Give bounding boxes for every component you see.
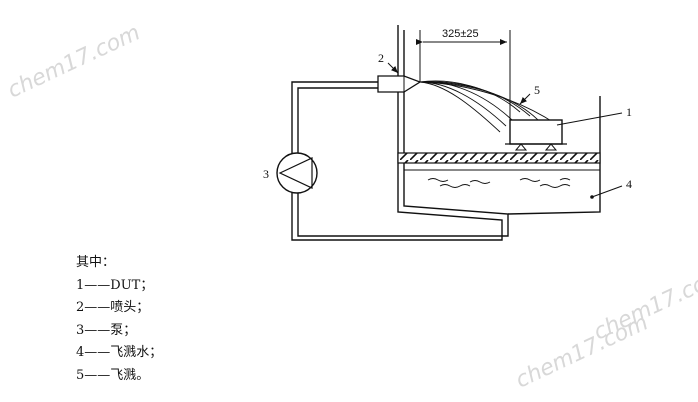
leader-4 xyxy=(591,185,623,198)
tank-right-wall xyxy=(507,96,601,215)
label-4: 4 xyxy=(626,177,632,191)
dut-support-right xyxy=(544,143,558,151)
legend-item-4: 4——飞溅水； xyxy=(76,345,163,360)
dut-support-left xyxy=(514,143,528,151)
dut-box xyxy=(509,119,563,145)
watermark-right-bottom: chem17.com xyxy=(512,310,652,393)
legend: 其中： 1——DUT； 2——喷头； 3——泵； 4——飞溅水； 5——飞溅。 xyxy=(76,252,162,387)
leader-5 xyxy=(519,93,531,105)
leader-4-dot xyxy=(590,195,594,199)
watermark-left: chem17.com xyxy=(4,20,144,103)
legend-item-2: 2——喷头； xyxy=(76,300,150,315)
label-1: 1 xyxy=(626,105,632,119)
dimension-label: 325±25 xyxy=(442,28,479,40)
leader-2 xyxy=(387,62,399,74)
leader-1 xyxy=(556,112,623,126)
legend-item-1: 1——DUT； xyxy=(76,277,154,293)
splash-streams xyxy=(419,80,557,133)
legend-title: 其中： xyxy=(76,255,116,270)
tank-inner-outline xyxy=(297,30,509,237)
legend-item-3: 3——泵； xyxy=(76,322,137,338)
nozzle xyxy=(377,75,422,93)
label-5: 5 xyxy=(534,83,540,97)
legend-item-5: 5——飞溅。 xyxy=(76,367,150,383)
label-3: 3 xyxy=(263,167,269,181)
pump-circle xyxy=(276,152,318,194)
grate xyxy=(397,152,601,164)
water-waves xyxy=(427,178,571,188)
pump-triangle xyxy=(278,157,313,189)
tank-outline xyxy=(291,25,503,241)
label-2: 2 xyxy=(378,51,384,65)
